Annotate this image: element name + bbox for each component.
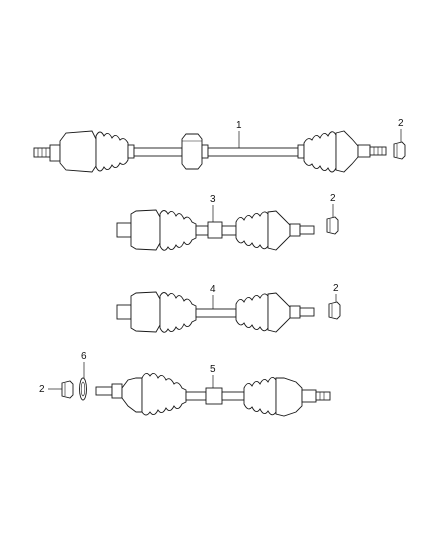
callout-2d-label: 2 [39,384,45,395]
drive-shaft-1: 1 [33,120,387,173]
callout-1-label: 1 [236,120,242,131]
callout-3-label: 3 [210,194,216,205]
axle-nut-d: 2 [39,380,74,399]
callout-2a-label: 2 [398,118,404,129]
callout-2b-label: 2 [330,193,336,204]
callout-4-label: 4 [210,284,216,295]
washer-6: 6 [79,351,87,401]
axle-nut-c: 2 [328,283,341,320]
drive-shaft-4: 4 [116,284,315,333]
callout-6-label: 6 [81,351,87,362]
axle-nut-a: 2 [393,118,406,160]
callout-5-label: 5 [210,364,216,375]
callout-2c-label: 2 [333,283,339,294]
axle-nut-b: 2 [326,193,339,235]
drive-shaft-3: 3 [116,194,315,251]
drive-shaft-5: 5 [95,364,331,417]
